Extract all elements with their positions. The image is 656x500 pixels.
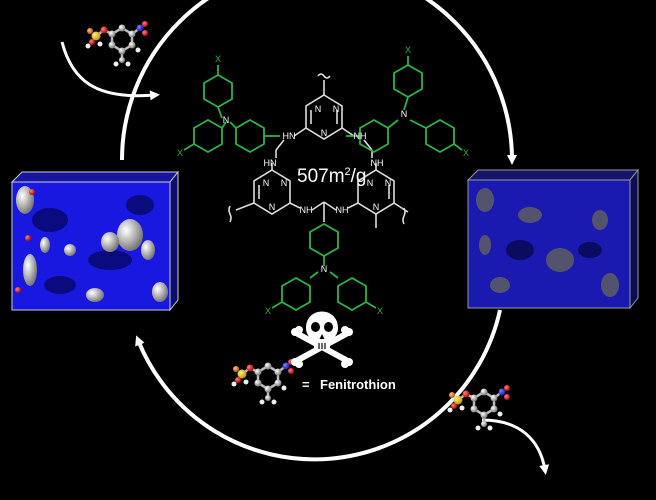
legend-equals: = (302, 377, 310, 392)
outlet-arrow (481, 418, 550, 475)
framework-structure: N N N N N N N N N HN NH HN NH NH NH N N … (177, 45, 469, 316)
pore-cube-empty (466, 168, 640, 310)
triazine-n-label: N (367, 178, 374, 188)
triazine-n-label: N (373, 202, 380, 212)
triazine-n-label: N (263, 178, 270, 188)
fenitrothion-molecule-icon (84, 19, 150, 68)
fenitrothion-molecule-icon (230, 357, 296, 406)
amine-n-label: N (321, 264, 328, 274)
hn-label: HN (283, 131, 296, 141)
fenitrothion-molecule-icon (446, 383, 512, 432)
amine-n-label: N (223, 115, 230, 125)
triazine-n-label: N (281, 178, 288, 188)
triazine-n-label: N (385, 178, 392, 188)
substituent-x-label: X (377, 306, 383, 316)
substituent-x-label: X (265, 306, 271, 316)
nh-label: NH (336, 205, 349, 215)
legend-compound-name: Fenitrothion (320, 377, 396, 392)
nh-label: NH (371, 158, 384, 168)
hn-label: HN (264, 158, 277, 168)
nh-label: NH (300, 205, 313, 215)
pore-cube-loaded (10, 170, 180, 312)
substituent-x-label: X (215, 54, 221, 64)
cycle-arrow-top (120, 0, 517, 165)
triazine-n-label: N (333, 104, 340, 114)
amine-n-label: N (401, 109, 408, 119)
legend: = Fenitrothion (302, 377, 396, 392)
triazine-n-label: N (315, 104, 322, 114)
substituent-x-label: X (177, 148, 183, 158)
surface-area-label: 507m2/g (297, 166, 367, 187)
substituent-x-label: X (463, 148, 469, 158)
skull-crossbones-icon (291, 311, 353, 368)
triazine-n-label: N (321, 128, 328, 138)
cycle-arrow-bottom (135, 309, 502, 462)
substituent-x-label: X (405, 45, 411, 55)
adsorption-cycle (60, 0, 550, 475)
triazine-n-label: N (269, 202, 276, 212)
inlet-arrow (60, 41, 160, 101)
nh-label: NH (354, 131, 367, 141)
